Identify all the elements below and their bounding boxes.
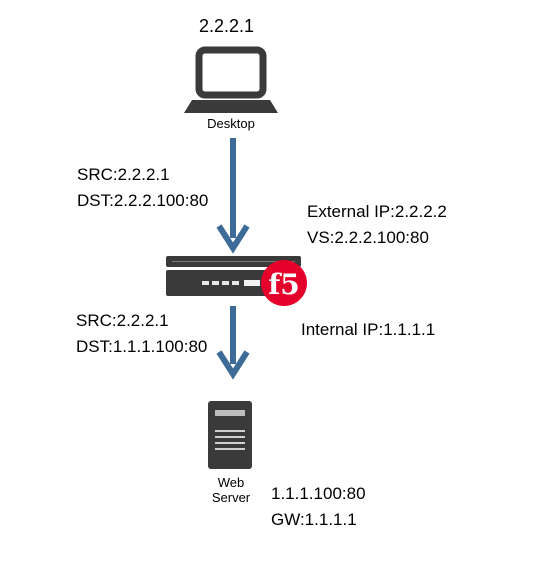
- desktop-ip: 2.2.2.1: [199, 16, 255, 36]
- desktop-label: Desktop: [207, 116, 255, 131]
- f5-virtual-server: VS:2.2.2.100:80: [307, 228, 429, 247]
- server-gateway: GW:1.1.1.1: [271, 510, 357, 529]
- server-label-line2: Server: [211, 490, 251, 505]
- f5-logo-text: f5: [268, 268, 300, 301]
- server-icon: [208, 401, 252, 469]
- flow-out-src: SRC:2.2.2.1: [76, 311, 169, 330]
- laptop-icon: [184, 46, 278, 113]
- f5-logo: f5: [261, 260, 307, 306]
- arrow-f5-to-server: [216, 306, 250, 380]
- flow-in-src: SRC:2.2.2.1: [77, 165, 170, 184]
- arrow-desktop-to-f5: [216, 138, 250, 254]
- flow-in-dst: DST:2.2.2.100:80: [77, 191, 209, 210]
- server-address: 1.1.1.100:80: [271, 484, 366, 503]
- f5-internal-ip: Internal IP:1.1.1.1: [301, 320, 436, 339]
- server-label-line1: Web: [217, 475, 245, 490]
- f5-external-ip: External IP:2.2.2.2: [307, 202, 447, 221]
- flow-out-dst: DST:1.1.1.100:80: [76, 337, 208, 356]
